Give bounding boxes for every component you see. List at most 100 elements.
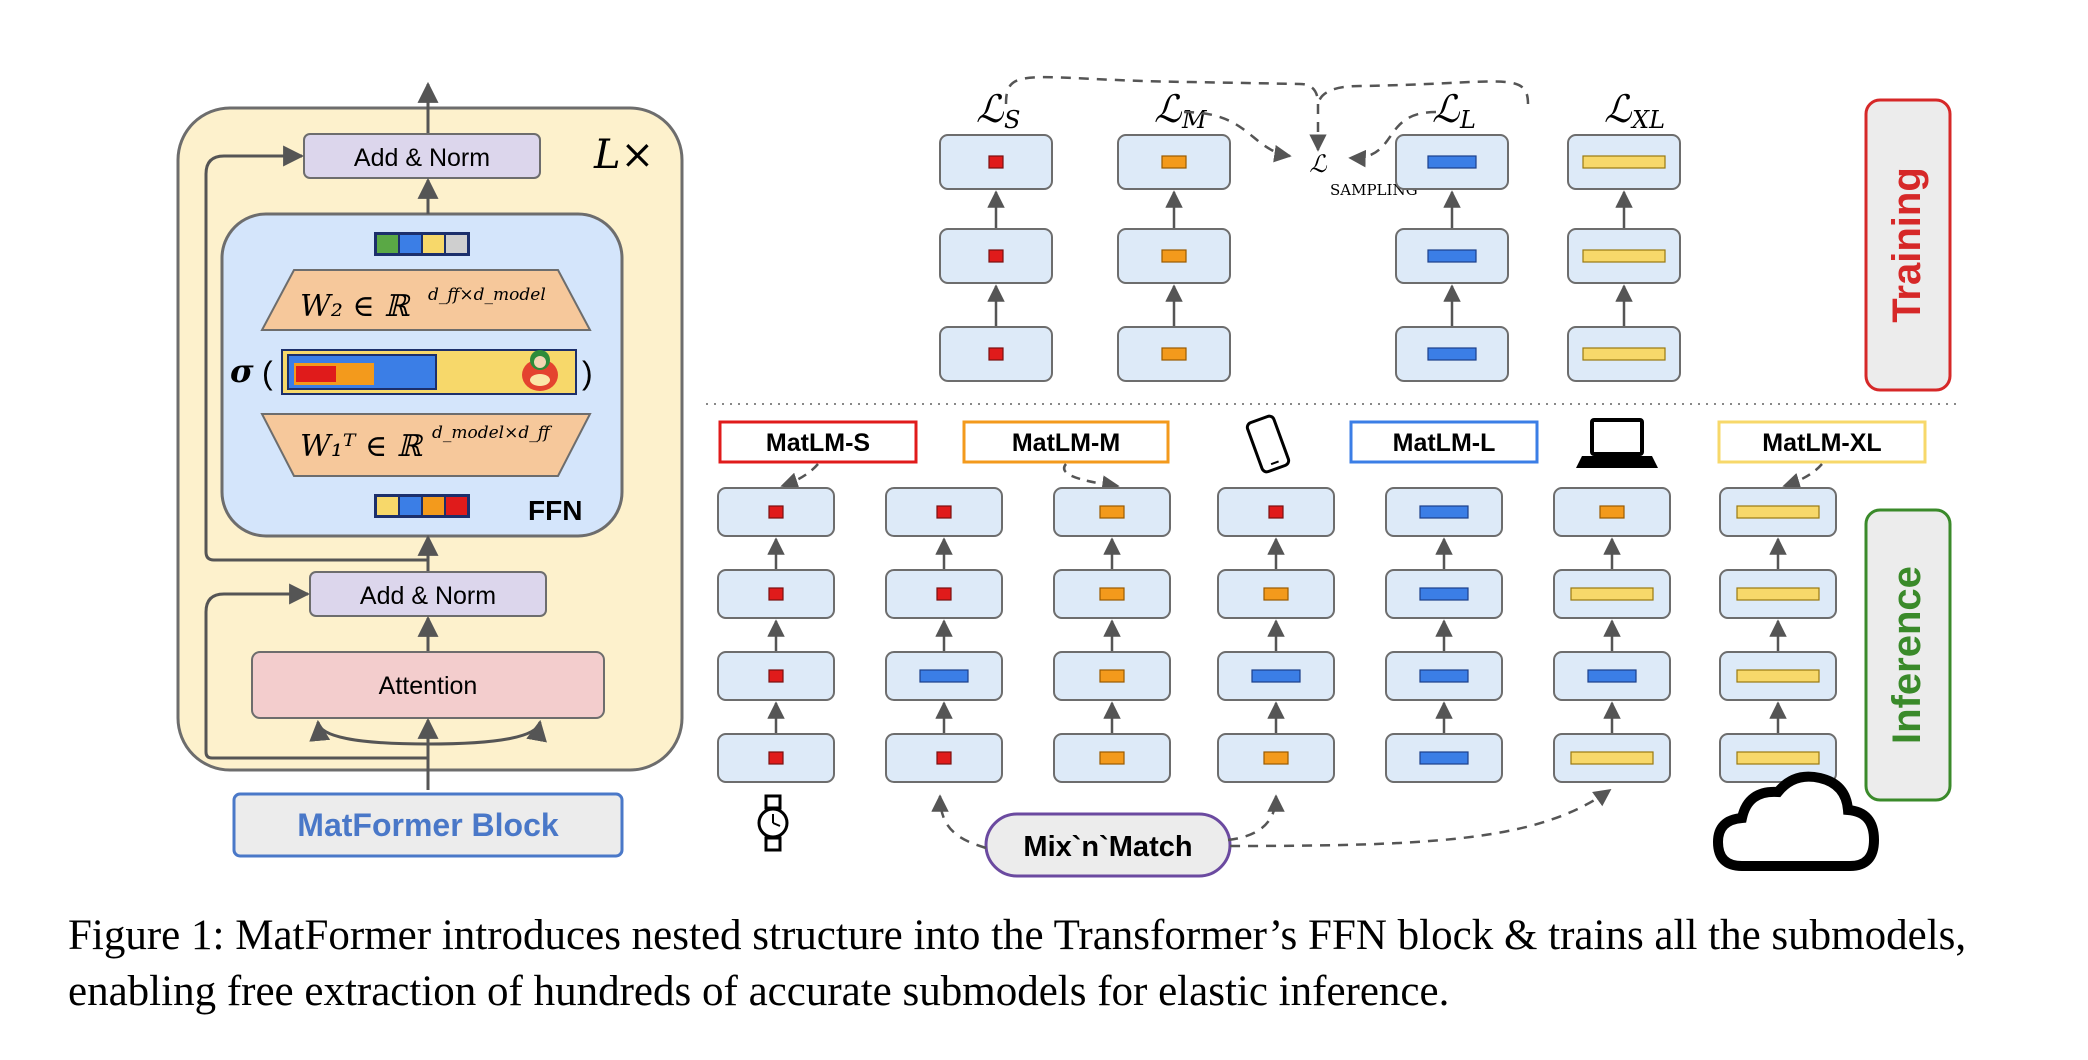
w1-label: W₁ᵀ ∈ ℝ bbox=[300, 429, 424, 464]
model-label-MatLM-M: MatLM-M bbox=[962, 420, 1170, 493]
inference-model-columns bbox=[717, 487, 1837, 783]
loss-symbol-M: ℒ bbox=[1154, 87, 1183, 131]
training-block-XL bbox=[1567, 134, 1681, 190]
loss-xl-arrow bbox=[1316, 80, 1530, 105]
inference-block-XL bbox=[1719, 487, 1837, 537]
loss-m-arrow bbox=[1183, 110, 1292, 163]
residual-ffn-path bbox=[204, 145, 428, 562]
inference-block-XL bbox=[1719, 651, 1837, 701]
weight-bar-L bbox=[1587, 669, 1637, 683]
weight-bar-L bbox=[1427, 155, 1477, 169]
inference-block-S bbox=[717, 487, 835, 537]
inference-block-L bbox=[885, 651, 1003, 701]
model-label-arrow bbox=[1782, 463, 1823, 490]
weight-bar-XL bbox=[1582, 155, 1666, 169]
weight-bar-L bbox=[1419, 505, 1469, 519]
weight-bar-XL bbox=[1570, 587, 1654, 601]
weight-bar-M bbox=[1263, 587, 1289, 601]
training-block-M bbox=[1117, 134, 1231, 190]
weight-bar-S bbox=[988, 155, 1004, 169]
loss-symbol-XL: ℒ bbox=[1604, 87, 1633, 131]
model-label-text: MatLM-XL bbox=[1762, 429, 1881, 457]
loss-s-arrow bbox=[1004, 75, 1327, 152]
loss-subscript-S: S bbox=[1004, 106, 1020, 134]
inference-block-L bbox=[1385, 651, 1503, 701]
w1-weight-matrix bbox=[260, 413, 592, 477]
weight-bar-M bbox=[1599, 505, 1625, 519]
weight-bar-S bbox=[936, 751, 952, 765]
sampling-loss-symbol: ℒ bbox=[1309, 150, 1327, 178]
matformer-figure: Add & Norm L× W₂ ∈ ℝ d_ff×d_model σ ( ) bbox=[176, 75, 1958, 878]
inference-block-L bbox=[1385, 487, 1503, 537]
w2-weight-matrix bbox=[260, 269, 592, 331]
training-block-S bbox=[939, 228, 1053, 284]
inference-block-S bbox=[717, 569, 835, 619]
phone-icon bbox=[1245, 414, 1291, 474]
loss-symbol-S: ℒ bbox=[976, 87, 1005, 131]
weight-bar-M bbox=[1161, 347, 1187, 361]
inference-block-S bbox=[885, 487, 1003, 537]
mix-to-col4-arrow bbox=[1227, 794, 1285, 842]
model-label-text: MatLM-M bbox=[1012, 429, 1120, 457]
model-label-MatLM-S: MatLM-S bbox=[718, 420, 918, 490]
inference-block-L bbox=[1385, 733, 1503, 783]
model-label-MatLM-XL: MatLM-XL bbox=[1717, 420, 1927, 490]
loss-subscript-XL: XL bbox=[1630, 106, 1665, 134]
weight-bar-S bbox=[936, 587, 952, 601]
weight-bar-M bbox=[1099, 587, 1125, 601]
training-block-S bbox=[939, 134, 1053, 190]
inference-block-S bbox=[1217, 487, 1335, 537]
add-norm-top-label: Add & Norm bbox=[354, 144, 490, 172]
weight-bar-L bbox=[1427, 347, 1477, 361]
w2-superscript: d_ff×d_model bbox=[428, 285, 546, 305]
watch-icon bbox=[757, 794, 789, 852]
model-label-arrow bbox=[1063, 463, 1120, 493]
attention-label: Attention bbox=[379, 672, 478, 700]
inference-block-M bbox=[1053, 569, 1171, 619]
activation-vector bbox=[281, 349, 577, 395]
inference-block-S bbox=[717, 651, 835, 701]
repeat-label: L× bbox=[593, 132, 654, 178]
weight-bar-S bbox=[768, 669, 784, 683]
add-norm-bottom-label: Add & Norm bbox=[360, 582, 496, 610]
w1-superscript: d_model×d_ff bbox=[432, 423, 553, 443]
cloud-icon bbox=[1712, 771, 1880, 871]
sigma-paren-close: ) bbox=[582, 355, 593, 391]
weight-bar-S bbox=[768, 751, 784, 765]
weight-bar-L bbox=[1419, 587, 1469, 601]
mix-to-col2-arrow bbox=[931, 794, 987, 850]
residual-attention-path bbox=[204, 583, 428, 760]
training-model-columns bbox=[939, 134, 1681, 382]
weight-bar-L bbox=[1419, 669, 1469, 683]
matformer-block: Add & Norm L× W₂ ∈ ℝ d_ff×d_model σ ( ) bbox=[176, 81, 684, 858]
inference-block-L bbox=[1385, 569, 1503, 619]
training-block-L bbox=[1395, 134, 1509, 190]
inference-block-L bbox=[1553, 651, 1671, 701]
inference-block-M bbox=[1053, 487, 1171, 537]
figure-caption: Figure 1: MatFormer introduces nested st… bbox=[68, 912, 1967, 1015]
laptop-icon bbox=[1576, 418, 1658, 468]
inference-block-XL bbox=[1719, 569, 1837, 619]
training-block-M bbox=[1117, 326, 1231, 382]
training-block-M bbox=[1117, 228, 1231, 284]
sigma-paren-open: ( bbox=[262, 355, 273, 391]
weight-bar-M bbox=[1099, 669, 1125, 683]
weight-bar-XL bbox=[1736, 505, 1820, 519]
sigma-symbol: σ bbox=[230, 352, 254, 390]
weight-bar-M bbox=[1161, 155, 1187, 169]
model-label-text: MatLM-S bbox=[766, 429, 870, 457]
loss-subscript-L: L bbox=[1459, 106, 1476, 134]
ffn-input-vector bbox=[374, 494, 470, 518]
inference-block-S bbox=[885, 569, 1003, 619]
weight-bar-XL bbox=[1570, 751, 1654, 765]
inference-block-S bbox=[717, 733, 835, 783]
weight-bar-S bbox=[1268, 505, 1284, 519]
matformer-block-title-box bbox=[232, 792, 624, 858]
loss-symbol-L: ℒ bbox=[1432, 87, 1461, 131]
training-block-L bbox=[1395, 228, 1509, 284]
training-label-box bbox=[1864, 98, 1952, 392]
